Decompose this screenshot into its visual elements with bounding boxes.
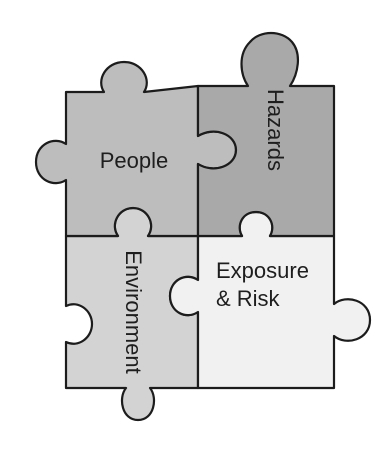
people-label: People [100, 148, 169, 173]
hazards-piece [196, 31, 336, 238]
environment-label: Environment [121, 250, 146, 374]
hazards-label: Hazards [263, 89, 288, 171]
exposure-label-line-2: & Risk [216, 286, 281, 311]
exposure-risk-label: Exposure & Risk [216, 258, 315, 311]
exposure-label-line-1: Exposure [216, 258, 309, 283]
